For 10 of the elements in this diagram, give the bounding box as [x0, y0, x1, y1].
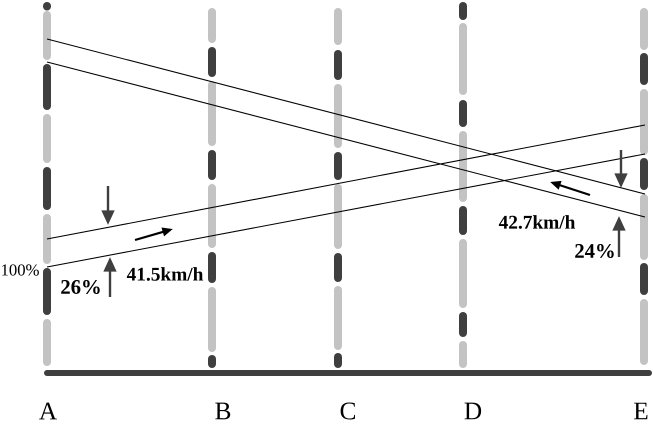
percent-label: 100%: [2, 264, 39, 276]
intersection-label: B: [215, 402, 230, 420]
percent-label: 26%: [61, 280, 100, 294]
intersection-label: A: [39, 402, 57, 420]
intersection-label: C: [340, 402, 356, 420]
speed-label: 41.5km/h: [126, 267, 204, 281]
intersection-label: D: [464, 402, 482, 420]
speed-label: 42.7km/h: [498, 215, 576, 229]
percent-label: 24%: [575, 244, 614, 258]
intersection-label: E: [634, 402, 648, 420]
